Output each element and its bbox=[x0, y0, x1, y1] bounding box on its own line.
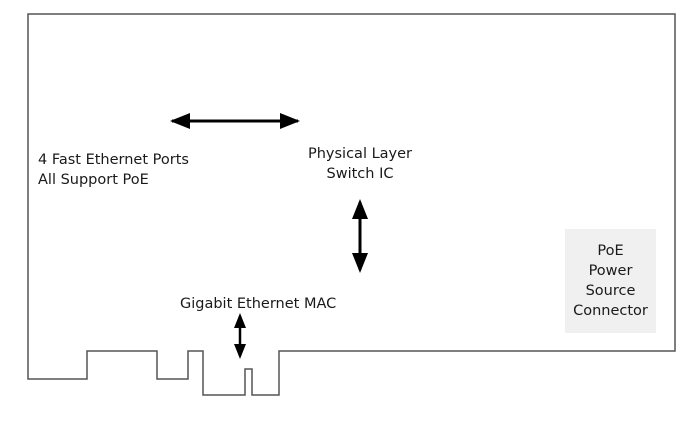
card-outline bbox=[27, 13, 676, 396]
poe-label-line-2: Power bbox=[588, 263, 633, 279]
mac-pcie-arrowhead-bottom bbox=[234, 344, 246, 359]
gigabit-mac-label: Gigabit Ethernet MAC bbox=[180, 296, 337, 312]
ports-switch-arrowhead-right bbox=[280, 113, 300, 129]
ports-label-line-2: All Support PoE bbox=[38, 172, 149, 188]
poe-label-line-1: PoE bbox=[597, 243, 624, 259]
phy-label-line-2: Switch IC bbox=[326, 166, 394, 182]
switch-mac-arrowhead-bottom bbox=[352, 253, 368, 273]
poe-label-line-4: Connector bbox=[573, 303, 648, 319]
physical-layer-switch-label: Physical Layer Switch IC bbox=[294, 144, 426, 184]
phy-label-line-1: Physical Layer bbox=[307, 146, 413, 162]
ports-switch-arrowhead-left bbox=[170, 113, 190, 129]
switch-mac-arrowhead-top bbox=[352, 199, 368, 219]
poe-connector-box: PoE Power Source Connector bbox=[565, 229, 656, 333]
poe-label-line-3: Source bbox=[585, 283, 636, 299]
mac-pcie-arrowhead-top bbox=[234, 313, 246, 328]
fast-ethernet-ports-label: 4 Fast Ethernet Ports All Support PoE bbox=[38, 150, 189, 190]
ports-label-line-1: 4 Fast Ethernet Ports bbox=[38, 152, 189, 168]
